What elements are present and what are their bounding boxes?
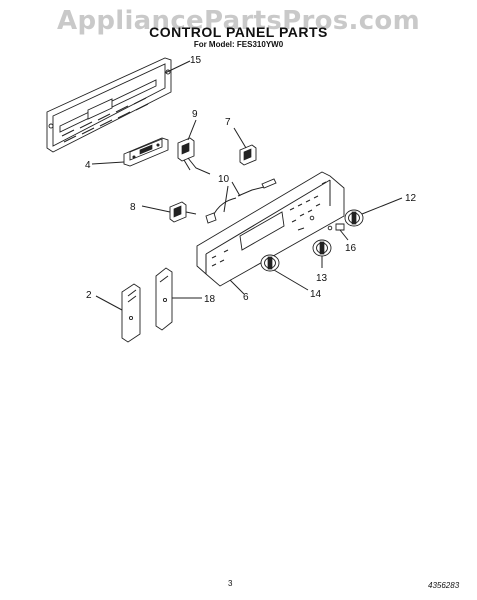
part-13-knob	[312, 239, 332, 257]
leader-10a	[231, 181, 241, 197]
leader-9	[187, 119, 197, 141]
callout-15: 15	[190, 55, 202, 66]
part-14-knob	[260, 254, 280, 272]
document-number: 4356283	[428, 581, 460, 590]
part-2-end-cap	[121, 283, 141, 343]
part-4-display-board	[123, 137, 169, 167]
callout-18: 18	[204, 294, 216, 305]
leader-4	[91, 161, 125, 165]
part-15-rear-panel	[46, 57, 172, 153]
part-6-control-panel	[196, 171, 345, 287]
callout-10: 10	[218, 174, 230, 185]
leader-8	[141, 205, 171, 213]
leader-6	[229, 279, 245, 295]
leader-2	[95, 295, 123, 311]
watermark: AppliancePartsPros.com	[57, 6, 420, 36]
callout-9: 9	[192, 109, 198, 120]
part-7-switch	[239, 144, 257, 166]
callout-13: 13	[316, 273, 328, 284]
callout-16: 16	[345, 243, 357, 254]
leader-7	[233, 127, 247, 149]
part-9-switch	[177, 137, 211, 175]
part-16-clip	[335, 223, 345, 231]
part-8-switch	[169, 201, 197, 223]
leader-14	[273, 269, 309, 291]
callout-8: 8	[130, 202, 136, 213]
callout-2: 2	[86, 290, 92, 301]
part-18-end-cap	[155, 267, 173, 331]
page-number: 3	[228, 579, 233, 588]
leader-15	[164, 60, 191, 74]
page-title: CONTROL PANEL PARTS	[149, 24, 328, 40]
callout-4: 4	[85, 160, 91, 171]
part-10-harness	[205, 178, 277, 224]
part-12-knob	[344, 209, 364, 227]
callout-14: 14	[310, 289, 322, 300]
callout-6: 6	[243, 292, 249, 303]
leader-10b	[223, 185, 229, 213]
callout-7: 7	[225, 117, 231, 128]
model-label: For Model: FES310YW0	[193, 40, 284, 49]
callout-12: 12	[405, 193, 417, 204]
leader-16	[339, 229, 349, 241]
leader-12	[361, 197, 403, 215]
